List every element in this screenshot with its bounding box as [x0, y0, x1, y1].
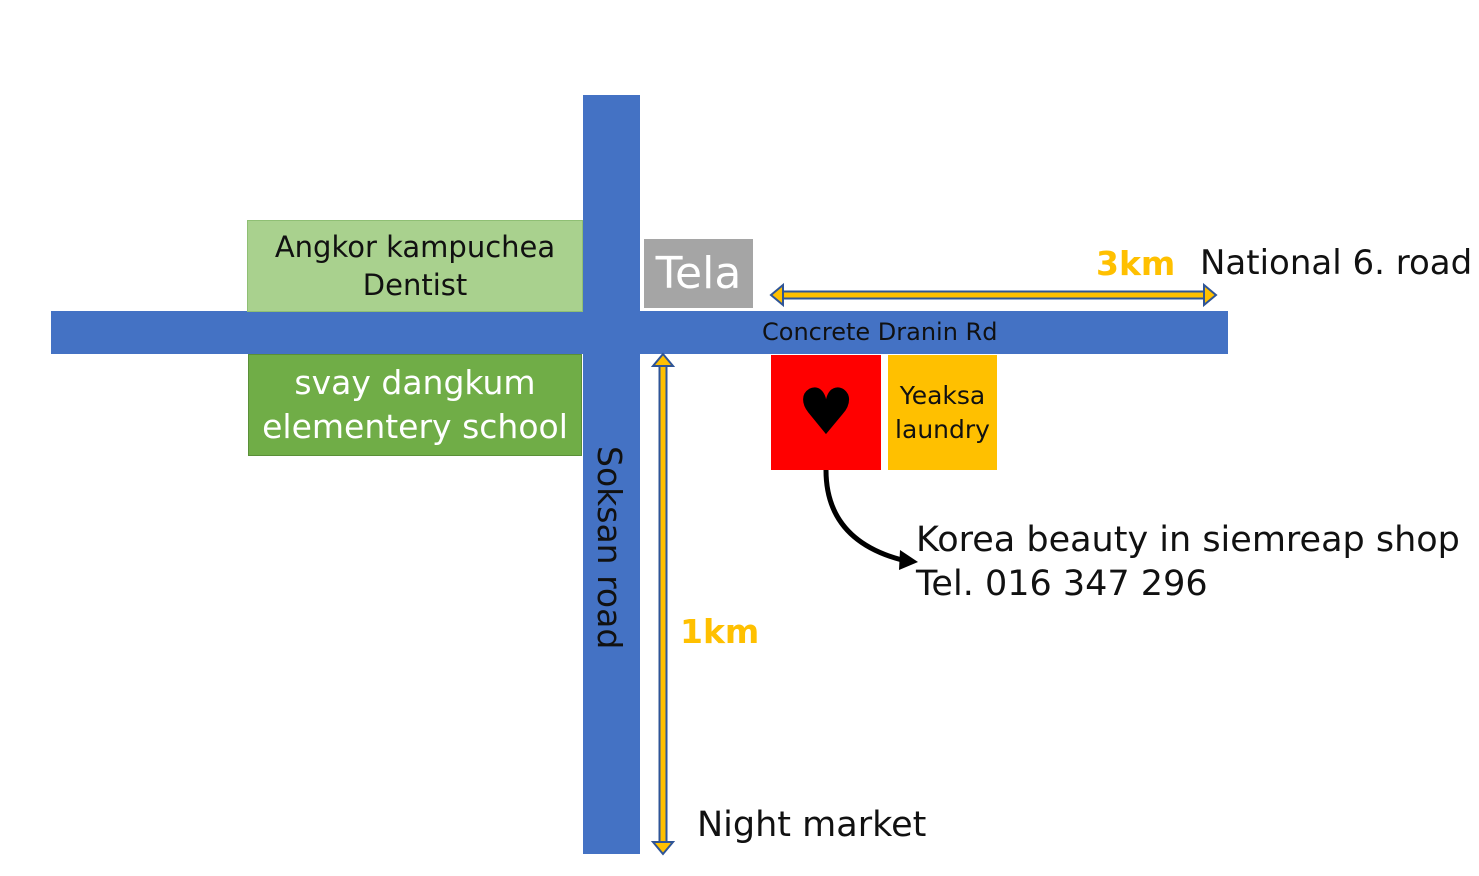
- soksan-road: [583, 95, 640, 854]
- dentist-name-line2: Dentist: [362, 268, 468, 302]
- dentist-name-line1: Angkor kampuchea: [274, 230, 556, 264]
- dentist-landmark: Angkor kampuchea Dentist: [247, 220, 583, 312]
- laundry-name-line1: Yeaksa: [899, 380, 986, 410]
- south-destination-label: Night market: [697, 805, 927, 845]
- tela-name: Tela: [655, 248, 742, 299]
- shop-info: Korea beauty in siemreap shop Tel. 016 3…: [916, 518, 1460, 606]
- east-distance-arrow: [769, 282, 1218, 308]
- east-destination-label: National 6. road: [1200, 243, 1473, 283]
- heart-icon: ♥: [797, 375, 855, 450]
- shop-marker: [771, 355, 881, 470]
- east-distance-label: 3km: [1096, 244, 1176, 283]
- south-distance-arrow: [650, 352, 676, 856]
- laundry-name-line2: laundry: [895, 414, 990, 444]
- shop-pointer-arrow: [823, 469, 918, 570]
- school-name-line2: elementery school: [262, 407, 568, 446]
- shop-tel: Tel. 016 347 296: [916, 564, 1208, 604]
- school-landmark: svay dangkum elementery school: [248, 354, 582, 456]
- south-distance-label: 1km: [680, 612, 760, 651]
- school-name-line1: svay dangkum: [294, 363, 536, 402]
- concrete-dranin-road-label: Concrete Dranin Rd: [762, 318, 998, 346]
- concrete-dranin-road: [51, 311, 1228, 354]
- shop-name: Korea beauty in siemreap shop: [916, 520, 1460, 560]
- laundry-landmark: Yeaksa laundry: [888, 355, 997, 470]
- soksan-road-label: Soksan road: [590, 446, 629, 650]
- tela-landmark: Tela: [644, 239, 753, 308]
